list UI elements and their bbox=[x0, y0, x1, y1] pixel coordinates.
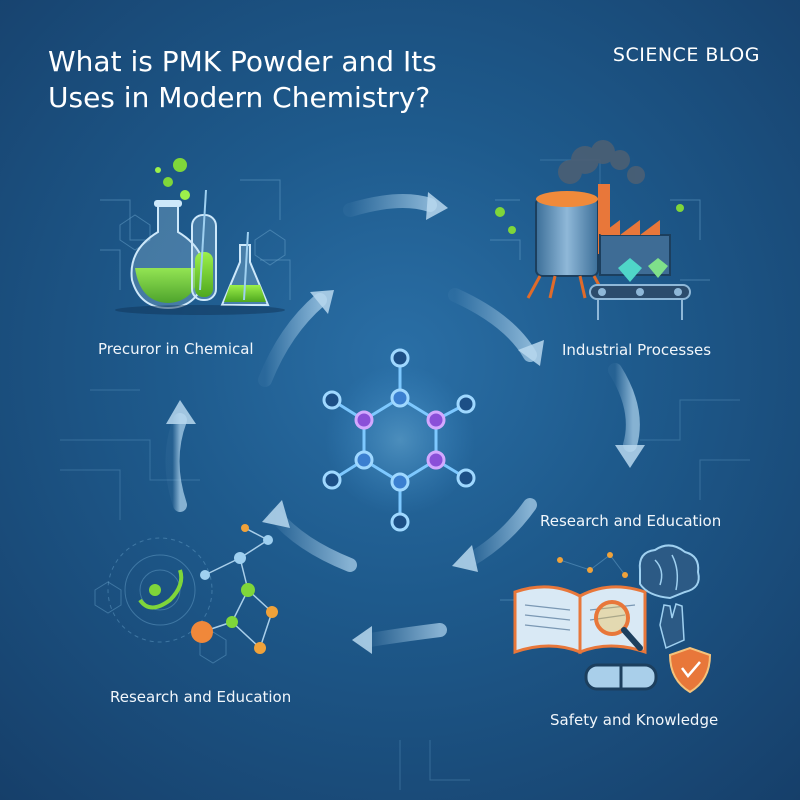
label-safety-knowledge: Safety and Knowledge bbox=[550, 711, 719, 729]
page-title: What is PMK Powder and Its Uses in Moder… bbox=[48, 44, 508, 116]
title-line-2: Uses in Modern Chemistry? bbox=[48, 81, 431, 114]
label-research-education-right: Research and Education bbox=[540, 512, 722, 530]
arrow-bottom bbox=[363, 623, 447, 647]
arrow-head-top-left bbox=[310, 290, 334, 314]
blog-label: SCIENCE BLOG bbox=[612, 44, 760, 66]
arrow-bottom-right bbox=[463, 498, 537, 567]
arrow-top-left bbox=[258, 293, 327, 387]
lab-glassware-icon bbox=[100, 158, 291, 315]
arrow-head-top bbox=[426, 192, 448, 220]
arrow-heads bbox=[166, 192, 645, 654]
network-graph-icon bbox=[94, 524, 278, 664]
arrow-left bbox=[165, 413, 187, 512]
label-research-education-left: Research and Education bbox=[110, 688, 292, 706]
book-research-icon bbox=[500, 544, 712, 694]
arrow-head-right bbox=[615, 445, 645, 468]
arrow-right bbox=[608, 363, 640, 452]
molecule-icon bbox=[322, 348, 476, 532]
arrow-head-top-right bbox=[518, 340, 544, 366]
label-industrial-processes: Industrial Processes bbox=[562, 341, 712, 359]
factory-icon bbox=[490, 140, 710, 320]
arrow-top-right bbox=[448, 288, 537, 362]
label-precursor: Precuror in Chemical bbox=[98, 340, 254, 358]
arrow-top bbox=[343, 194, 437, 217]
arrow-head-left bbox=[166, 400, 196, 424]
arrow-head-bottom-left bbox=[262, 500, 290, 528]
arrow-head-bottom bbox=[352, 626, 372, 654]
title-line-1: What is PMK Powder and Its bbox=[48, 45, 437, 78]
arrow-head-bottom-right bbox=[452, 545, 478, 572]
